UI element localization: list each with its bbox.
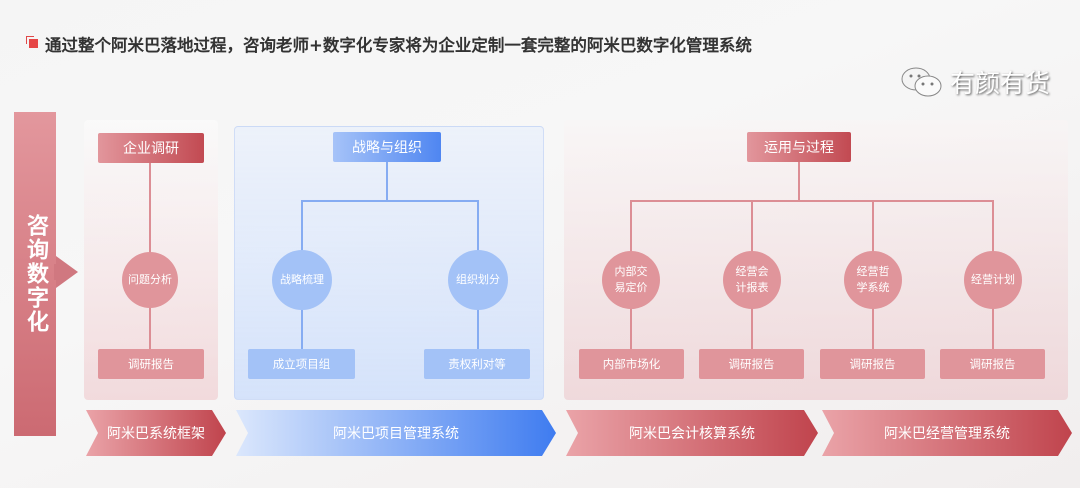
connector xyxy=(630,200,994,202)
wechat-icon xyxy=(901,67,942,97)
connector xyxy=(386,161,388,202)
left-label: 咨询数字化 xyxy=(23,214,48,334)
watermark: 有颜有货 xyxy=(900,64,1050,100)
stage2-circle: 战略梳理 xyxy=(272,250,332,310)
stage3-box: 调研报告 xyxy=(940,349,1045,379)
stage3-circle: 经营会计报表 xyxy=(723,251,781,309)
stage2-circle: 组织划分 xyxy=(448,250,508,310)
connector xyxy=(798,162,800,202)
stage1-header: 企业调研 xyxy=(98,133,204,163)
page-title: 通过整个阿米巴落地过程，咨询老师+数字化专家将为企业定制一套完整的阿米巴数字化管… xyxy=(45,36,752,55)
banner-framework: 阿米巴系统框架 xyxy=(86,410,226,456)
stage2-box: 责权利对等 xyxy=(424,349,530,379)
arrow-right-icon xyxy=(56,256,78,288)
left-label-bar: 咨询数字化 xyxy=(14,112,56,436)
stage2-box: 成立项目组 xyxy=(248,349,355,379)
watermark-text: 有颜有货 xyxy=(950,69,1051,98)
stage3-circle: 经营哲学系统 xyxy=(844,251,902,309)
stage3-box: 调研报告 xyxy=(699,349,804,379)
stage2-header: 战略与组织 xyxy=(333,132,441,162)
banner-management: 阿米巴经营管理系统 xyxy=(822,410,1072,456)
connector xyxy=(301,200,479,202)
banner-project: 阿米巴项目管理系统 xyxy=(236,410,556,456)
stage3-circle: 经营计划 xyxy=(964,251,1022,309)
stage1-circle: 问题分析 xyxy=(122,252,178,308)
stage1-box: 调研报告 xyxy=(98,349,204,379)
stage3-header: 运用与过程 xyxy=(747,132,851,162)
stage3-box: 调研报告 xyxy=(820,349,925,379)
title-bullet-icon xyxy=(26,36,39,49)
stage3-circle: 内部交易定价 xyxy=(602,251,660,309)
stage3-box: 内部市场化 xyxy=(579,349,684,379)
banner-accounting: 阿米巴会计核算系统 xyxy=(566,410,818,456)
